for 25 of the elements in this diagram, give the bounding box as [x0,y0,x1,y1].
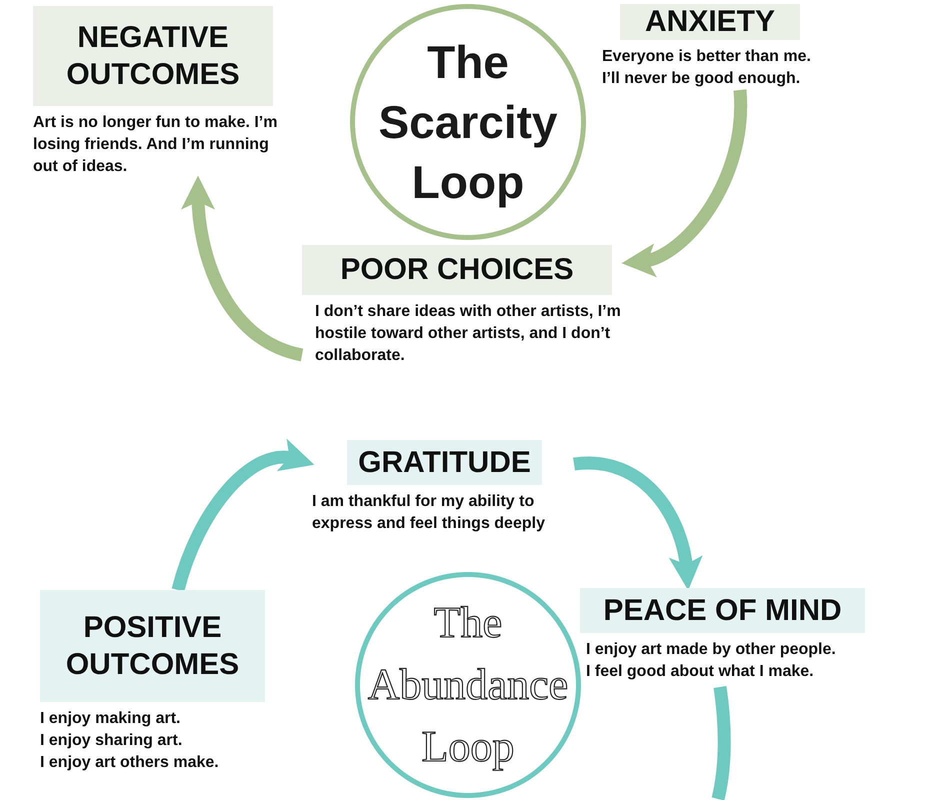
step-heading: NEGATIVE OUTCOMES [33,6,273,106]
step-heading: POOR CHOICES [302,245,612,295]
step-heading: PEACE OF MIND [580,588,865,633]
curved-arrow [574,456,702,590]
loop-circle [355,572,581,798]
step-description: Everyone is better than me. [602,47,812,67]
step-heading: GRATITUDE [347,440,542,485]
curved-arrow [172,440,315,592]
step-description: I enjoy making art. [40,709,182,729]
step-description: I’ll never be good enough. [602,69,802,89]
step-description: I enjoy art made by other people. [586,640,837,660]
curved-arrow [182,176,304,362]
loop-circle [350,4,586,240]
loop-title: The Abundance Loop [366,597,570,773]
step-description: I feel good about what I make. [586,662,815,682]
curved-line [712,686,731,800]
loop-title: The Scarcity Loop [377,35,558,210]
step-description: I enjoy sharing art. [40,731,184,751]
curved-arrow [622,90,748,276]
step-heading: ANXIETY [620,4,800,40]
step-description: I enjoy art others make. [40,753,220,773]
step-description: Art is no longer fun to make. I’m losing friends. And I’m running out of ideas. [33,113,278,177]
step-description: I don’t share ideas with other artists, I’m hostile toward other artists, and I don’t collaborate. [315,302,622,366]
step-heading: POSITIVE OUTCOMES [40,590,265,702]
step-description: I am thankful for my ability to express and feel things deeply [312,492,546,534]
